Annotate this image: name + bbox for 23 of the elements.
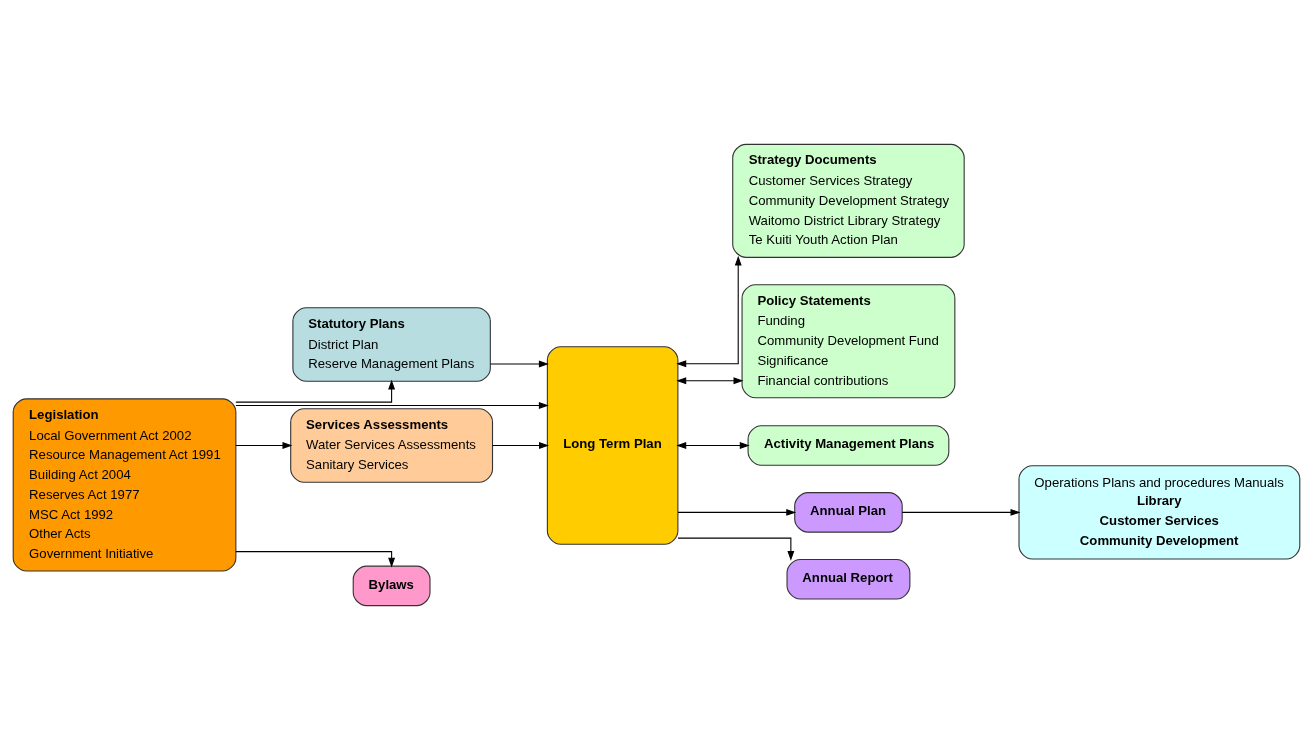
node-box: Policy Statements Funding Community Development Fund Significance Financial contributions bbox=[741, 283, 956, 398]
node-box: Operations Plans and procedures Manuals Library Customer Services Community Development bbox=[1018, 464, 1301, 560]
node-box: Services Assessments Water Services Assessments Sanitary Services bbox=[290, 407, 494, 483]
node-box: Bylaws bbox=[352, 565, 431, 606]
arrow bbox=[677, 537, 795, 561]
arrow bbox=[235, 550, 396, 568]
node-box: Statutory Plans District Plan Reserve Management Plans bbox=[292, 306, 491, 382]
arrow bbox=[901, 508, 1021, 516]
arrow bbox=[676, 255, 742, 367]
node-box: Annual Plan bbox=[794, 491, 903, 533]
arrow bbox=[489, 360, 549, 367]
arrow bbox=[235, 401, 549, 409]
arrow bbox=[235, 379, 396, 403]
arrow bbox=[235, 441, 293, 449]
node-box: Strategy Documents Customer Services Strategy Community Development Strategy Waitomo District Library Strategy Te Kuiti Youth Action Plan bbox=[732, 143, 965, 258]
arrow bbox=[492, 441, 549, 449]
arrow bbox=[676, 376, 744, 384]
node-box: Annual Report bbox=[786, 558, 911, 600]
node-box: Legislation Local Government Act 2002 Resource Management Act 1991 Building Act 2004 Reserves Act 1977 MSC Act 1992 Other Acts Government Initiative bbox=[12, 397, 237, 572]
node-box: Long Term Plan bbox=[546, 345, 679, 545]
arrow bbox=[676, 441, 750, 449]
arrow bbox=[677, 508, 797, 516]
node-box: Activity Management Plans bbox=[747, 424, 950, 466]
